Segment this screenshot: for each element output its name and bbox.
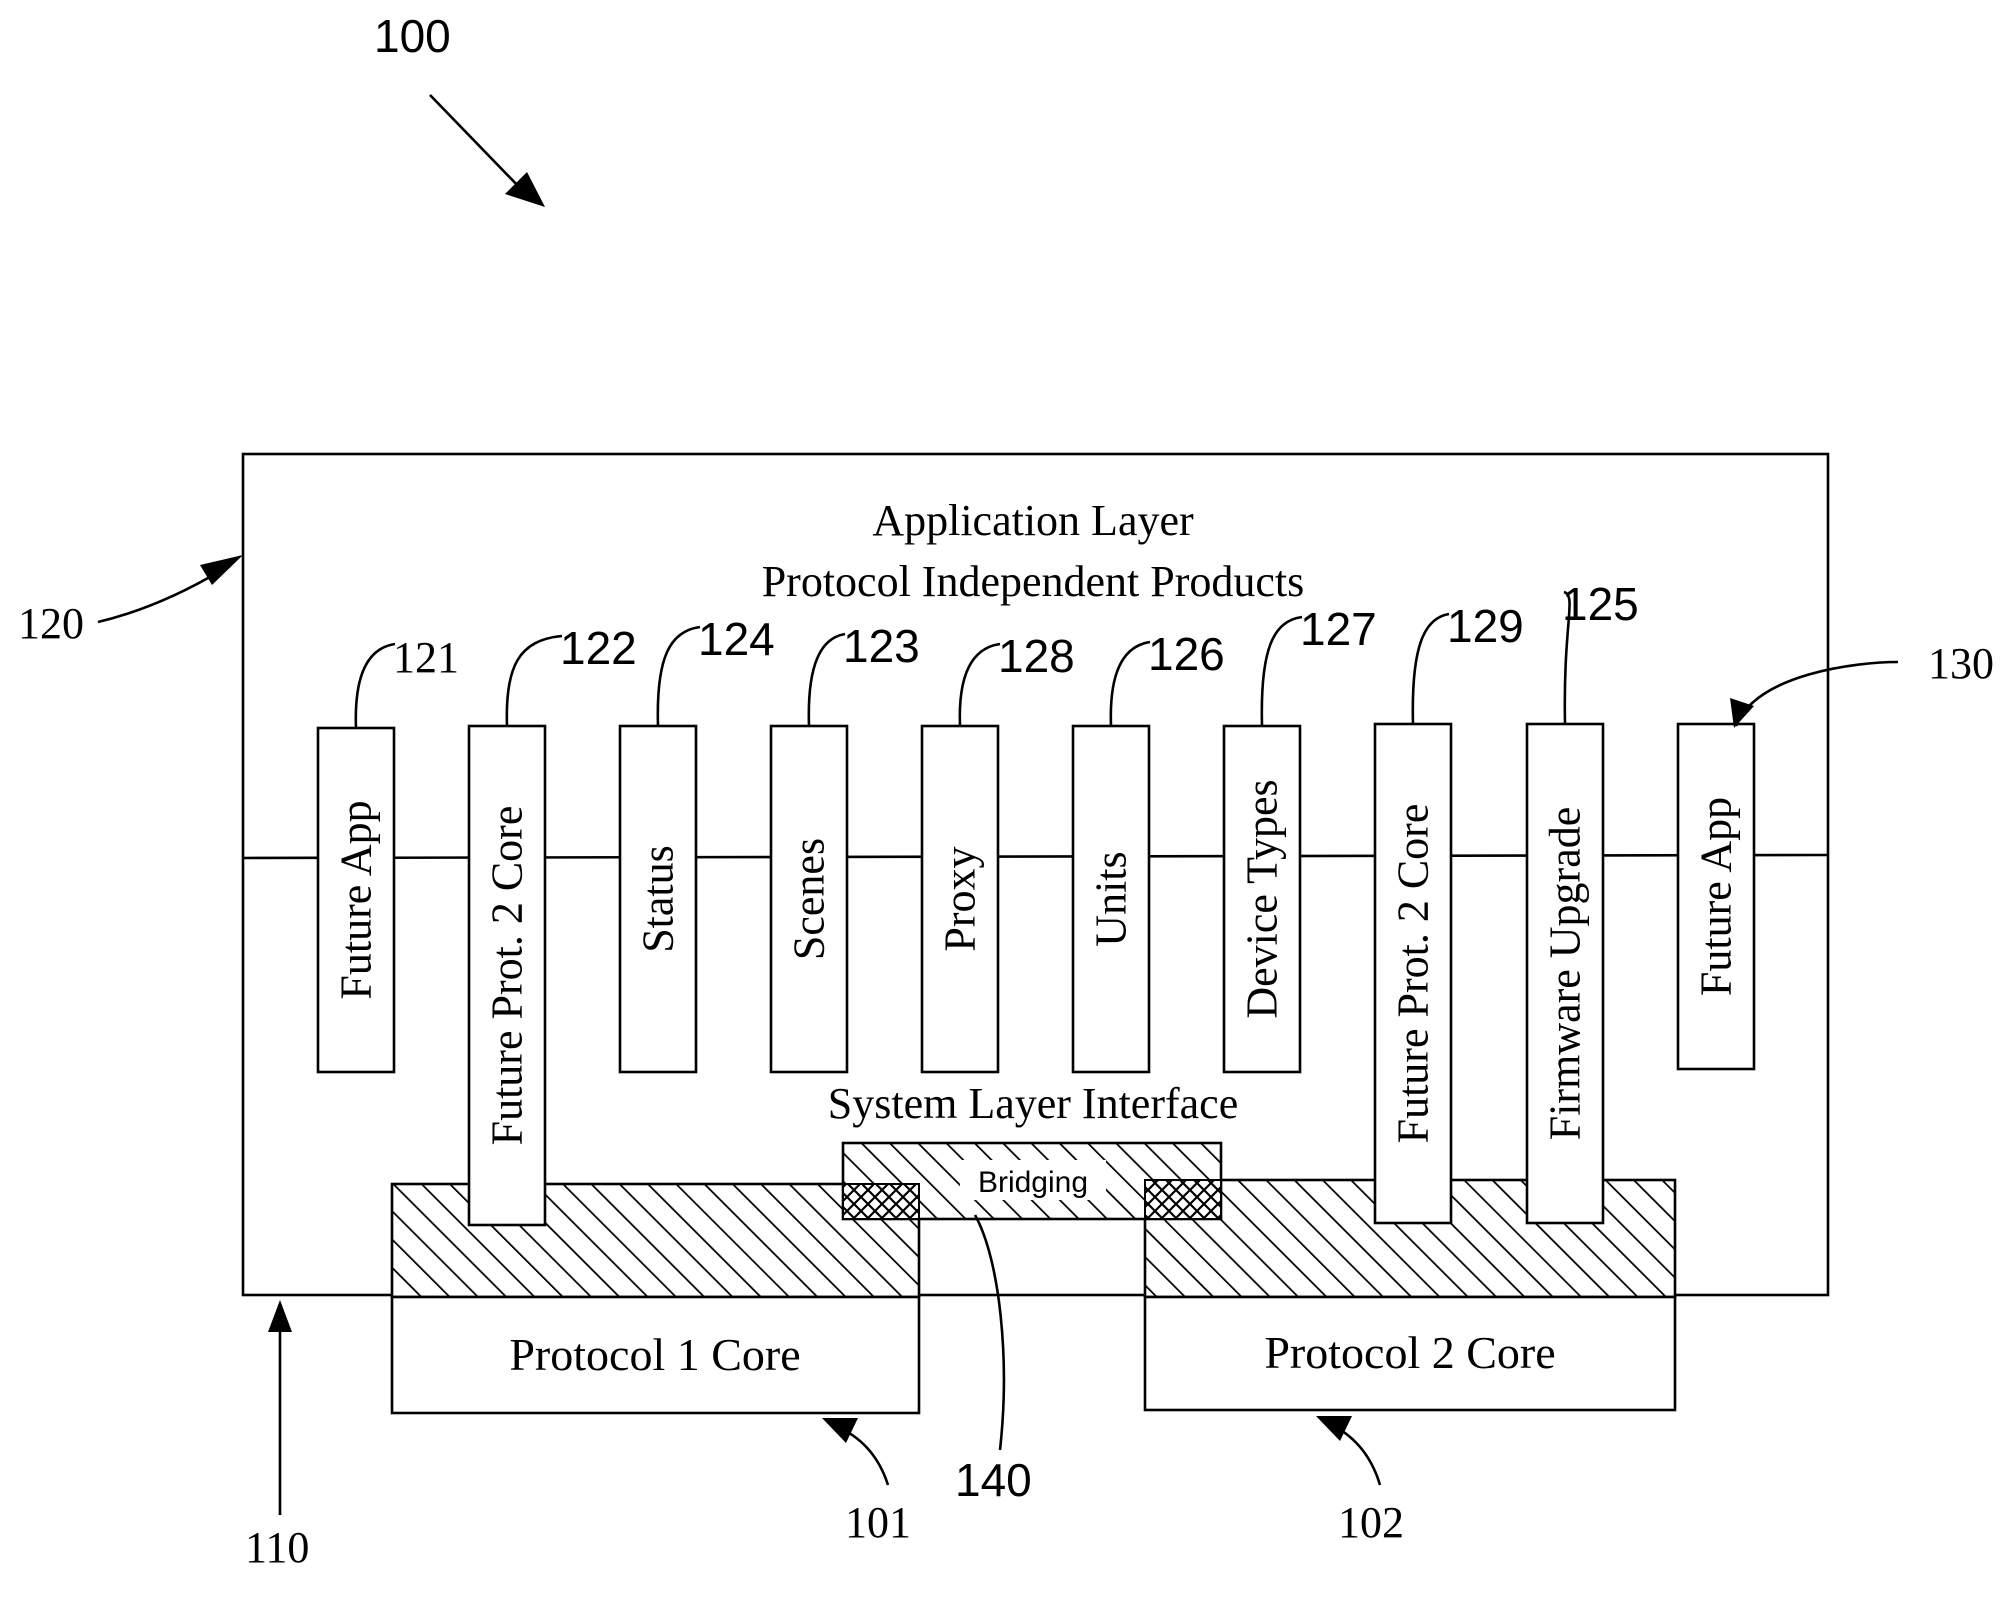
module-ref-128: 128 [998, 630, 1075, 682]
module-label-units-126: Units [1087, 851, 1136, 946]
ref-protocol-2-core: 102 [1338, 1498, 1404, 1547]
ref-system-layer-arrowhead [268, 1300, 292, 1332]
module-ref-124: 124 [698, 613, 775, 665]
ref-system-layer: 110 [245, 1523, 309, 1572]
module-label-proxy-128: Proxy [936, 846, 985, 951]
module-ref-127: 127 [1300, 603, 1377, 655]
module-label-firmware-upgrade-125: Firmware Upgrade [1541, 807, 1590, 1141]
module-ref-123: 123 [843, 620, 920, 672]
application-layer-title: Application Layer [872, 496, 1194, 545]
ref-protocol-2-core-arrowhead [1316, 1416, 1352, 1441]
ref-application-layer: 120 [18, 599, 84, 648]
bridging-label: Bridging [978, 1166, 1088, 1199]
figure-number: 100 [374, 10, 451, 62]
bridging-overlap-left [843, 1184, 919, 1219]
module-ref-121: 121 [393, 633, 459, 682]
ref-application-layer-arrowhead [200, 555, 243, 585]
module-label-future-app-121: Future App [332, 800, 381, 999]
module-label-device-types-127: Device Types [1238, 779, 1287, 1018]
module-ref-126: 126 [1148, 628, 1225, 680]
ref-protocol-1-core: 101 [845, 1498, 911, 1547]
application-layer-subtitle: Protocol Independent Products [762, 557, 1305, 606]
ref-protocol-1-core-arrowhead [822, 1418, 858, 1443]
figure-pointer-arrow [430, 95, 522, 190]
ref-application-layer-leader [98, 570, 222, 622]
module-label-future-app-130: Future App [1692, 797, 1741, 996]
module-label-future-prot-2-core-129: Future Prot. 2 Core [1389, 804, 1438, 1144]
module-label-future-prot-2-core-122: Future Prot. 2 Core [483, 806, 532, 1146]
module-label-scenes-123: Scenes [785, 838, 834, 960]
module-ref-125: 125 [1562, 578, 1639, 630]
protocol-2-core-label: Protocol 2 Core [1264, 1327, 1555, 1378]
module-label-status-124: Status [634, 845, 683, 953]
module-ref-122: 122 [560, 622, 637, 674]
module-ref-129: 129 [1447, 600, 1524, 652]
module-ref-130: 130 [1928, 639, 1994, 688]
system-layer-interface-label: System Layer Interface [828, 1079, 1238, 1128]
ref-bridging: 140 [955, 1454, 1032, 1506]
protocol-1-core-label: Protocol 1 Core [509, 1329, 800, 1380]
bridging-overlap-right [1145, 1180, 1221, 1219]
